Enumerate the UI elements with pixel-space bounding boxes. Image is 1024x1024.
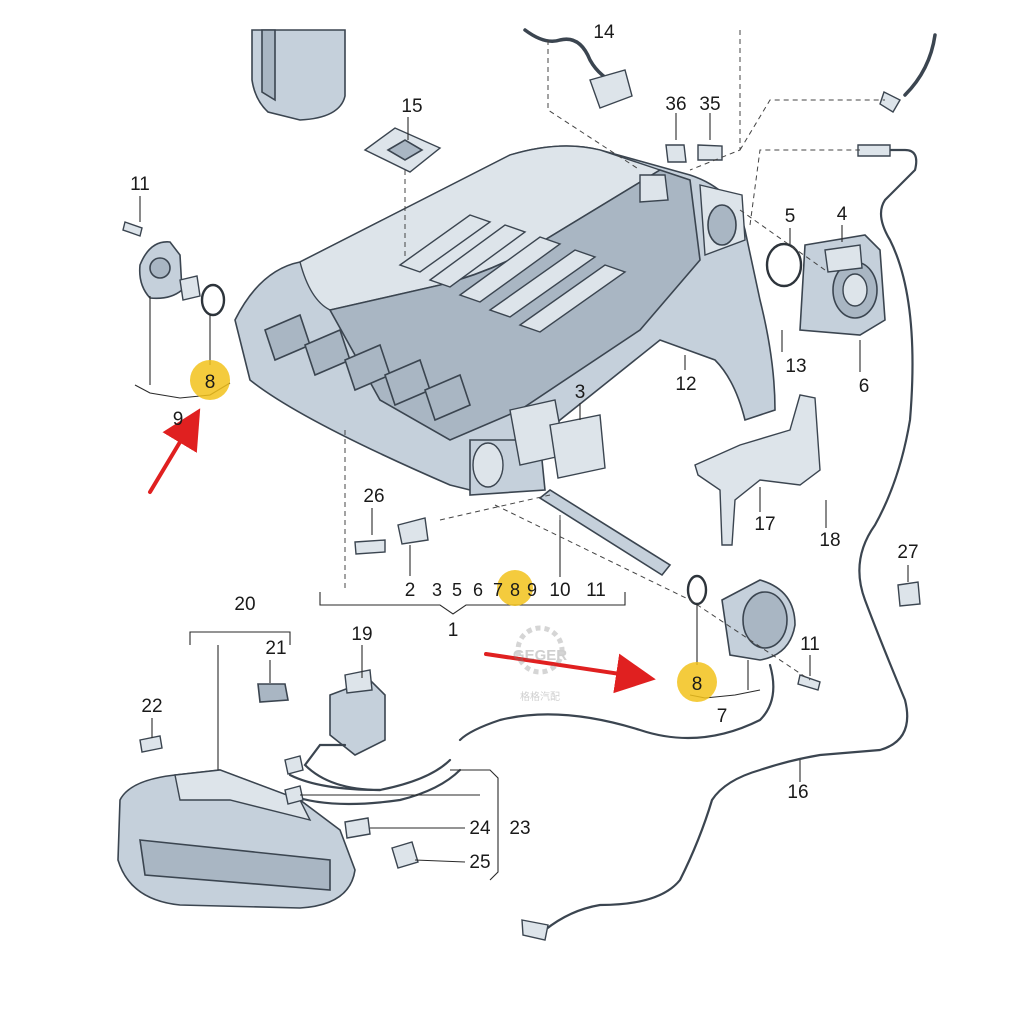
- callout-4: 4: [837, 204, 848, 225]
- callout-19: 19: [351, 624, 372, 645]
- callout-26: 26: [363, 486, 384, 507]
- callout-8-group: 8: [510, 580, 520, 600]
- gaskets-3: [509, 399, 606, 479]
- callout-11-group: 11: [586, 580, 606, 601]
- right-actuator-assembly: [458, 574, 821, 742]
- sensor-2: [354, 517, 429, 555]
- arrow-left: [148, 408, 201, 494]
- shaft-10: [538, 489, 672, 577]
- highlight-8-left: [190, 360, 230, 400]
- callout-13: 13: [785, 356, 806, 377]
- cover-20: [117, 769, 356, 909]
- callout-9-left: 9: [173, 409, 184, 430]
- leader-lines: [134, 113, 909, 881]
- callout-25: 25: [469, 852, 490, 873]
- runner-ports-lower: [264, 313, 471, 422]
- callout-5-group: 5: [452, 580, 462, 600]
- callout-7-group: 7: [493, 580, 503, 600]
- left-actuator-assembly: [122, 221, 226, 317]
- callout-1: 1: [448, 620, 459, 641]
- callout-14: 14: [593, 22, 615, 43]
- callout-16: 16: [787, 782, 808, 803]
- arrow-right: [484, 652, 656, 694]
- callout-8-right: 8: [692, 674, 703, 695]
- callout-11-left: 11: [130, 174, 150, 195]
- callout-11-right: 11: [800, 634, 820, 655]
- hoses-23-24-25: [284, 755, 462, 869]
- highlight-marks: [190, 360, 717, 702]
- callout-35: 35: [699, 94, 720, 115]
- highlight-8-right: [677, 662, 717, 702]
- bolt-22: [139, 735, 163, 753]
- top-cover-fragment: [251, 29, 346, 121]
- callout-22: 22: [141, 696, 162, 717]
- watermark-brand: GEGER: [513, 647, 567, 664]
- intake-manifold-1: [234, 145, 776, 496]
- vacuum-line-16: [521, 33, 937, 941]
- label-plate-15: [363, 127, 442, 173]
- callout-15: 15: [401, 96, 422, 117]
- callout-12: 12: [675, 374, 696, 395]
- callout-17: 17: [754, 514, 775, 535]
- callout-labels: 14 36 35 15 11 5 4 13 6 12 8 9 3 26 17 1…: [130, 22, 918, 873]
- callout-23: 23: [509, 818, 530, 839]
- clip-27: [897, 581, 921, 607]
- callout-24: 24: [469, 818, 491, 839]
- callout-36: 36: [665, 94, 686, 115]
- callout-6-right: 6: [859, 376, 870, 397]
- fittings-35-36: [665, 144, 723, 163]
- callout-9-group: 9: [527, 580, 537, 600]
- callout-5: 5: [785, 206, 796, 227]
- throttle-body-4: [765, 234, 886, 336]
- callout-8-left: 8: [205, 372, 216, 393]
- callout-3-group: 3: [432, 580, 442, 600]
- watermark: GEGER 格格汽配: [513, 625, 567, 703]
- callout-21: 21: [265, 638, 286, 659]
- highlight-8-center: [497, 570, 533, 606]
- callout-3-top: 3: [575, 382, 586, 403]
- callout-27: 27: [897, 542, 918, 563]
- callout-20: 20: [234, 594, 255, 615]
- solenoid-valve-19: [303, 669, 452, 792]
- breather-hose-14: [523, 28, 633, 109]
- callout-6-group: 6: [473, 580, 483, 600]
- callout-2: 2: [405, 580, 416, 601]
- bracket-17: [694, 394, 821, 546]
- red-arrows: [148, 408, 656, 694]
- callout-10: 10: [549, 580, 570, 601]
- part-21: [257, 683, 289, 703]
- watermark-sub: 格格汽配: [520, 690, 560, 703]
- callout-7-right: 7: [717, 706, 728, 727]
- intake-runners: [398, 214, 627, 333]
- callout-18: 18: [819, 530, 840, 551]
